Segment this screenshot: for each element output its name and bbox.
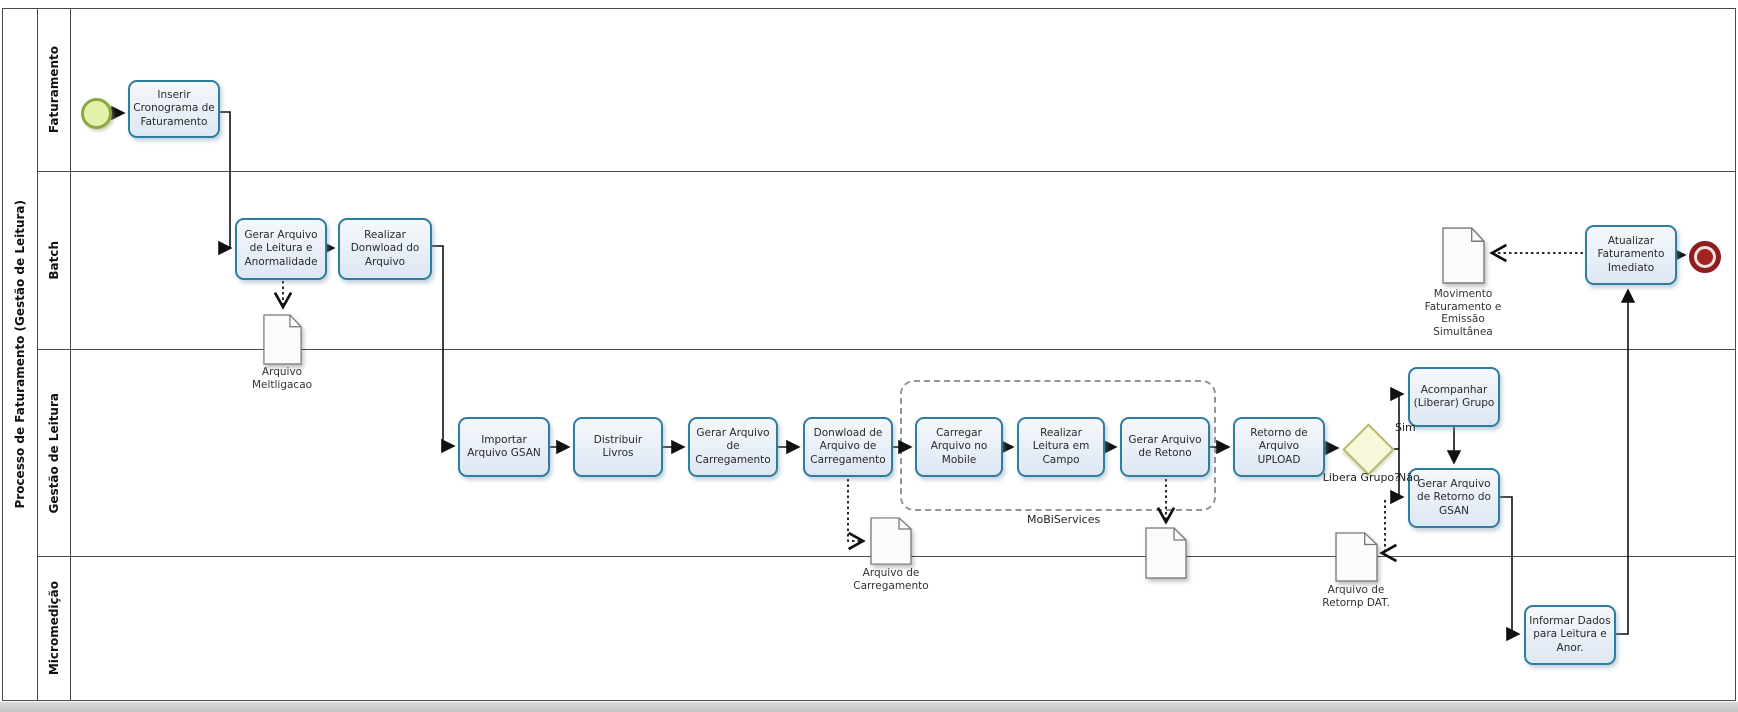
task-label: Retorno de Arquivo UPLOAD: [1250, 427, 1308, 466]
task-atualizar-faturamento[interactable]: Atualizar Faturamento Imediato: [1585, 225, 1677, 285]
task-gerar-arquivo-leitura[interactable]: Gerar Arquivo de Leitura e Anormalidade: [235, 218, 327, 280]
task-gerar-carregamento[interactable]: Gerar Arquivo de Carregamento: [688, 417, 778, 477]
document-icon-movimento[interactable]: [1442, 227, 1485, 284]
edge-label-sim: Sim: [1395, 421, 1416, 434]
lane-micromedicao: Micromedição: [37, 557, 1736, 701]
task-carregar-mobile[interactable]: Carregar Arquivo no Mobile: [915, 417, 1003, 477]
task-realizar-leitura[interactable]: Realizar Leitura em Campo: [1017, 417, 1105, 477]
document-label-meltligacao: Arquivo Meltligacao: [251, 366, 313, 391]
task-distribuir-livros[interactable]: Distribuir Livros: [573, 417, 663, 477]
gateway-label: Libera Grupo?: [1322, 471, 1400, 484]
document-label-carregamento: Arquivo de Carregamento: [853, 567, 929, 592]
task-label: Gerar Arquivo de Retorno do GSAN: [1417, 478, 1491, 517]
edge-label-nao: Não: [1398, 471, 1420, 484]
lane-label-cell: Faturamento: [37, 8, 71, 171]
bottom-scroll-strip[interactable]: [0, 702, 1738, 712]
task-label: Informar Dados para Leitura e Anor.: [1529, 615, 1611, 654]
pool-title-cell: Processo de Faturamento (Gestão de Leitu…: [2, 8, 38, 701]
task-acompanhar-grupo[interactable]: Acompanhar (Liberar) Grupo: [1408, 367, 1500, 427]
lane-label-micromedicao: Micromedição: [46, 581, 61, 676]
task-retorno-upload[interactable]: Retorno de Arquivo UPLOAD: [1233, 417, 1325, 477]
task-gerar-retono[interactable]: Gerar Arquivo de Retono: [1120, 417, 1210, 477]
task-label: Realizar Donwload do Arquivo: [350, 229, 420, 268]
lane-label-batch: Batch: [46, 241, 61, 280]
task-label: Carregar Arquivo no Mobile: [930, 427, 988, 466]
task-label: Realizar Leitura em Campo: [1032, 427, 1090, 466]
document-label-retornp-dat: Arquivo de Retornp DAT.: [1322, 584, 1390, 609]
task-label: Importar Arquivo GSAN: [467, 433, 541, 459]
document-icon-retornp-dat[interactable]: [1335, 532, 1378, 582]
task-inserir-cronograma[interactable]: Inserir Cronograma de Faturamento: [128, 80, 220, 138]
lane-label-faturamento: Faturamento: [46, 45, 61, 134]
start-event[interactable]: [81, 98, 112, 129]
lane-label-cell: Gestão de Leitura: [37, 350, 71, 556]
lane-label-cell: Micromedição: [37, 557, 71, 700]
end-event[interactable]: [1689, 241, 1721, 273]
task-download-carregamento[interactable]: Donwload de Arquivo de Carregamento: [803, 417, 893, 477]
lane-faturamento: Faturamento: [37, 8, 1736, 172]
task-label: Gerar Arquivo de Carregamento: [695, 427, 771, 466]
task-label: Atualizar Faturamento Imediato: [1597, 235, 1665, 274]
task-label: Distribuir Livros: [593, 433, 643, 459]
lane-label-gestao: Gestão de Leitura: [46, 392, 61, 514]
task-label: Acompanhar (Liberar) Grupo: [1413, 383, 1495, 409]
lane-label-cell: Batch: [37, 172, 71, 349]
document-icon-retorno[interactable]: [1145, 527, 1187, 579]
task-label: Inserir Cronograma de Faturamento: [133, 89, 215, 128]
document-label-movimento: Movimento Faturamento e Emissão Simultân…: [1424, 288, 1502, 338]
document-icon-carregamento[interactable]: [870, 517, 912, 565]
task-informar-dados[interactable]: Informar Dados para Leitura e Anor.: [1524, 605, 1616, 665]
pool-title: Processo de Faturamento (Gestão de Leitu…: [13, 200, 27, 509]
task-importar-gsan[interactable]: Importar Arquivo GSAN: [458, 417, 550, 477]
task-label: Gerar Arquivo de Leitura e Anormalidade: [244, 229, 318, 268]
lane-batch: Batch: [37, 172, 1736, 350]
task-label: Gerar Arquivo de Retono: [1128, 433, 1202, 459]
task-gerar-retorno-gsan[interactable]: Gerar Arquivo de Retorno do GSAN: [1408, 468, 1500, 528]
end-event-core-icon: [1697, 249, 1713, 265]
document-icon-meltligacao[interactable]: [263, 314, 302, 365]
task-label: Donwload de Arquivo de Carregamento: [810, 427, 886, 466]
mobiservices-group-label: MoBiServices: [1027, 513, 1101, 526]
task-realizar-download[interactable]: Realizar Donwload do Arquivo: [338, 218, 432, 280]
